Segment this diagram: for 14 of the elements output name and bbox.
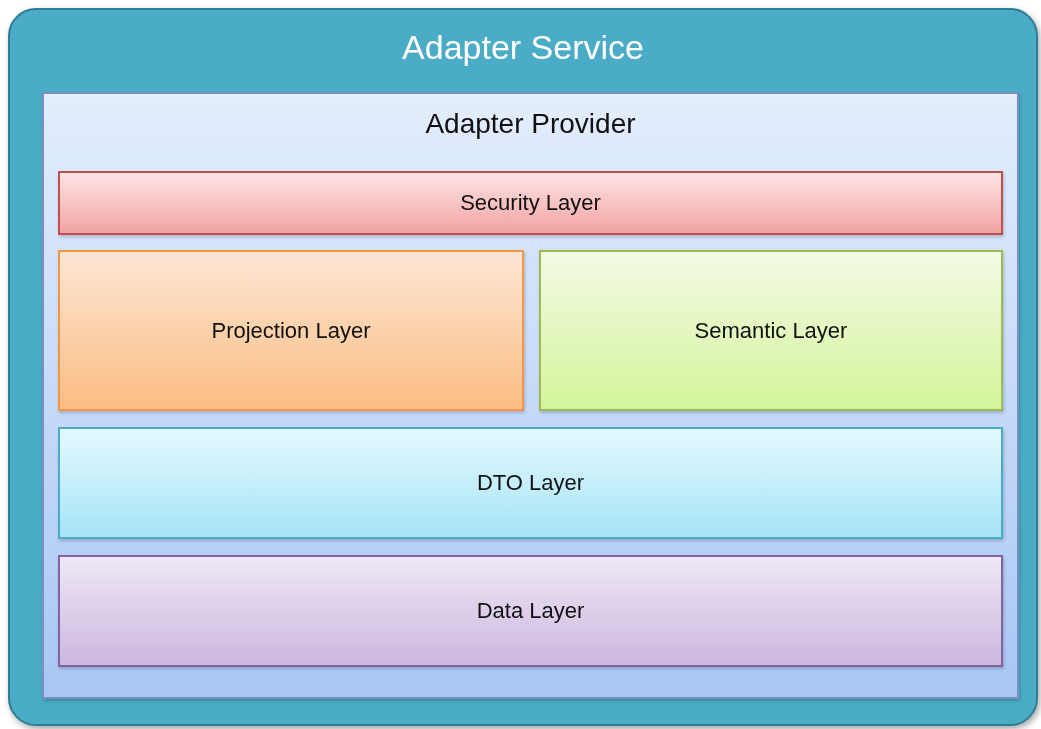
layer-label: DTO Layer <box>475 470 586 496</box>
layer-label: Projection Layer <box>210 317 372 344</box>
layer-box <box>58 427 1003 539</box>
layer-label: Data Layer <box>475 598 586 624</box>
layer-label: Security Layer <box>459 190 602 216</box>
layer-box <box>58 250 524 411</box>
layer-box <box>539 250 1003 411</box>
layer-label: Semantic Layer <box>693 317 849 344</box>
container-title: Adapter Provider <box>424 108 637 140</box>
layer-box <box>58 171 1003 235</box>
service-container <box>8 8 1038 726</box>
provider-container <box>42 92 1019 699</box>
container-title: Adapter Service <box>401 28 645 67</box>
layer-box <box>58 555 1003 667</box>
